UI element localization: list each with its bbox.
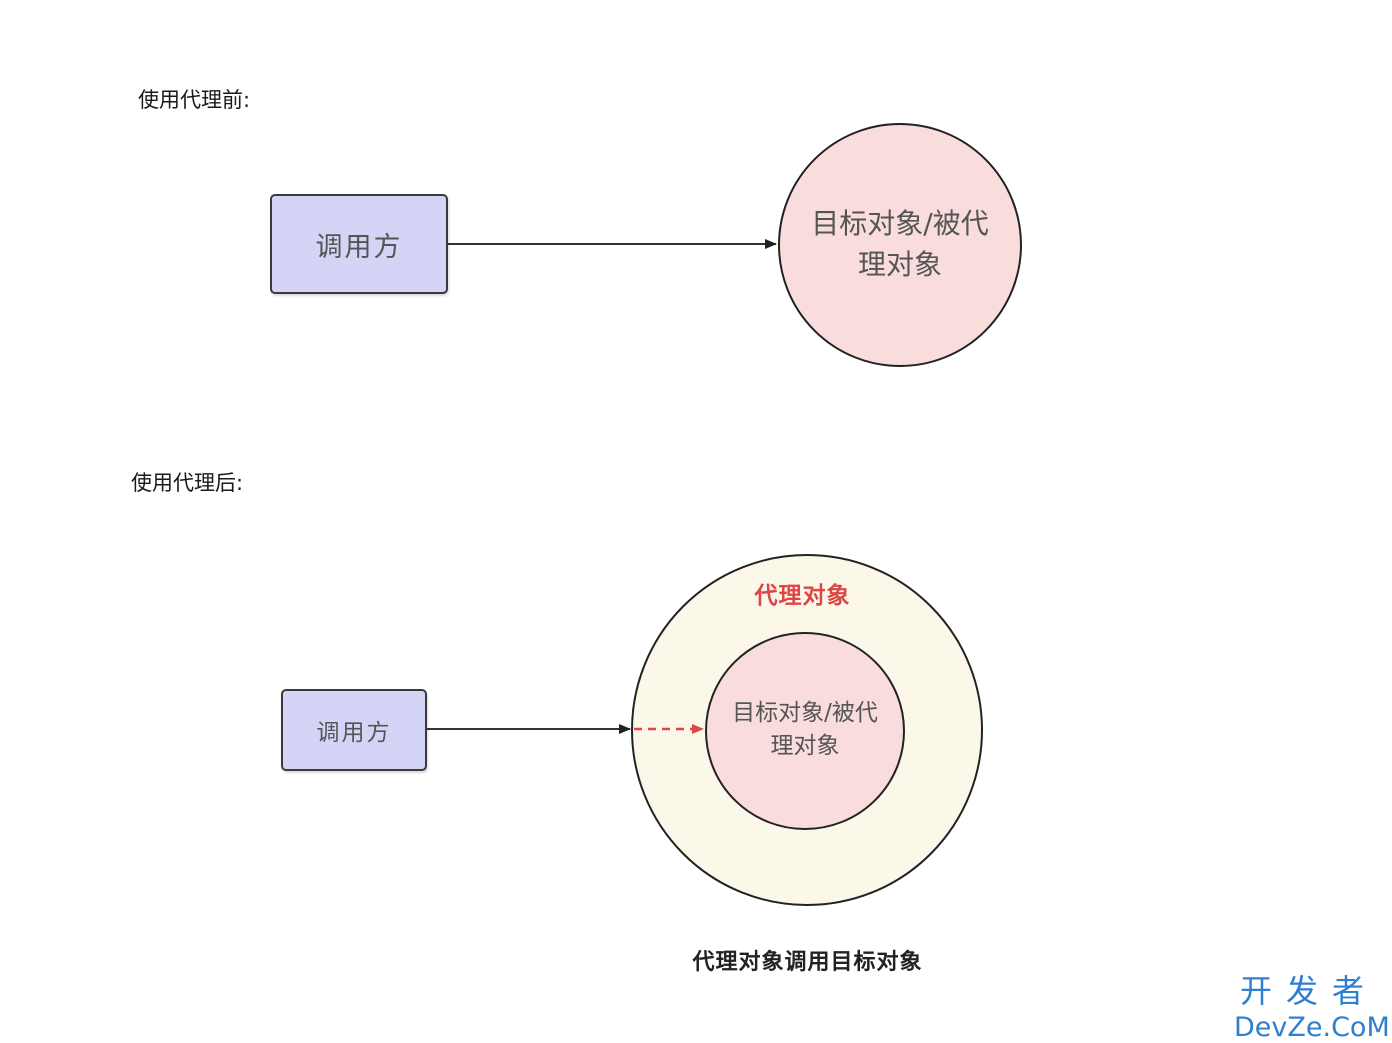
after-section-label: 使用代理后: <box>131 471 244 495</box>
before-target-label-line1: 目标对象/被代 <box>811 207 989 241</box>
before-caller-box: 调用方 <box>270 194 448 294</box>
after-caller-box: 调用方 <box>281 689 427 771</box>
watermark-en: DevZe.CoM <box>1234 1012 1390 1043</box>
before-caller-label: 调用方 <box>315 231 403 263</box>
watermark-logo: 开发者 DevZe.CoM <box>1234 966 1390 1043</box>
before-target-label: 目标对象/被代 理对象 <box>790 195 1010 295</box>
watermark-cn: 开发者 <box>1239 972 1378 1010</box>
after-target-circle <box>705 632 905 830</box>
before-section-label: 使用代理前: <box>138 88 251 112</box>
proxy-label: 代理对象 <box>754 583 851 609</box>
before-target-label-line2: 理对象 <box>857 248 942 281</box>
after-target-label-line2: 理对象 <box>770 733 840 759</box>
before-target-circle <box>778 123 1022 367</box>
after-target-label-line1: 目标对象/被代 <box>732 699 878 726</box>
after-caller-label: 调用方 <box>316 720 392 746</box>
diagram-caption: 代理对象调用目标对象 <box>692 950 923 975</box>
after-target-label: 目标对象/被代 理对象 <box>715 690 895 770</box>
